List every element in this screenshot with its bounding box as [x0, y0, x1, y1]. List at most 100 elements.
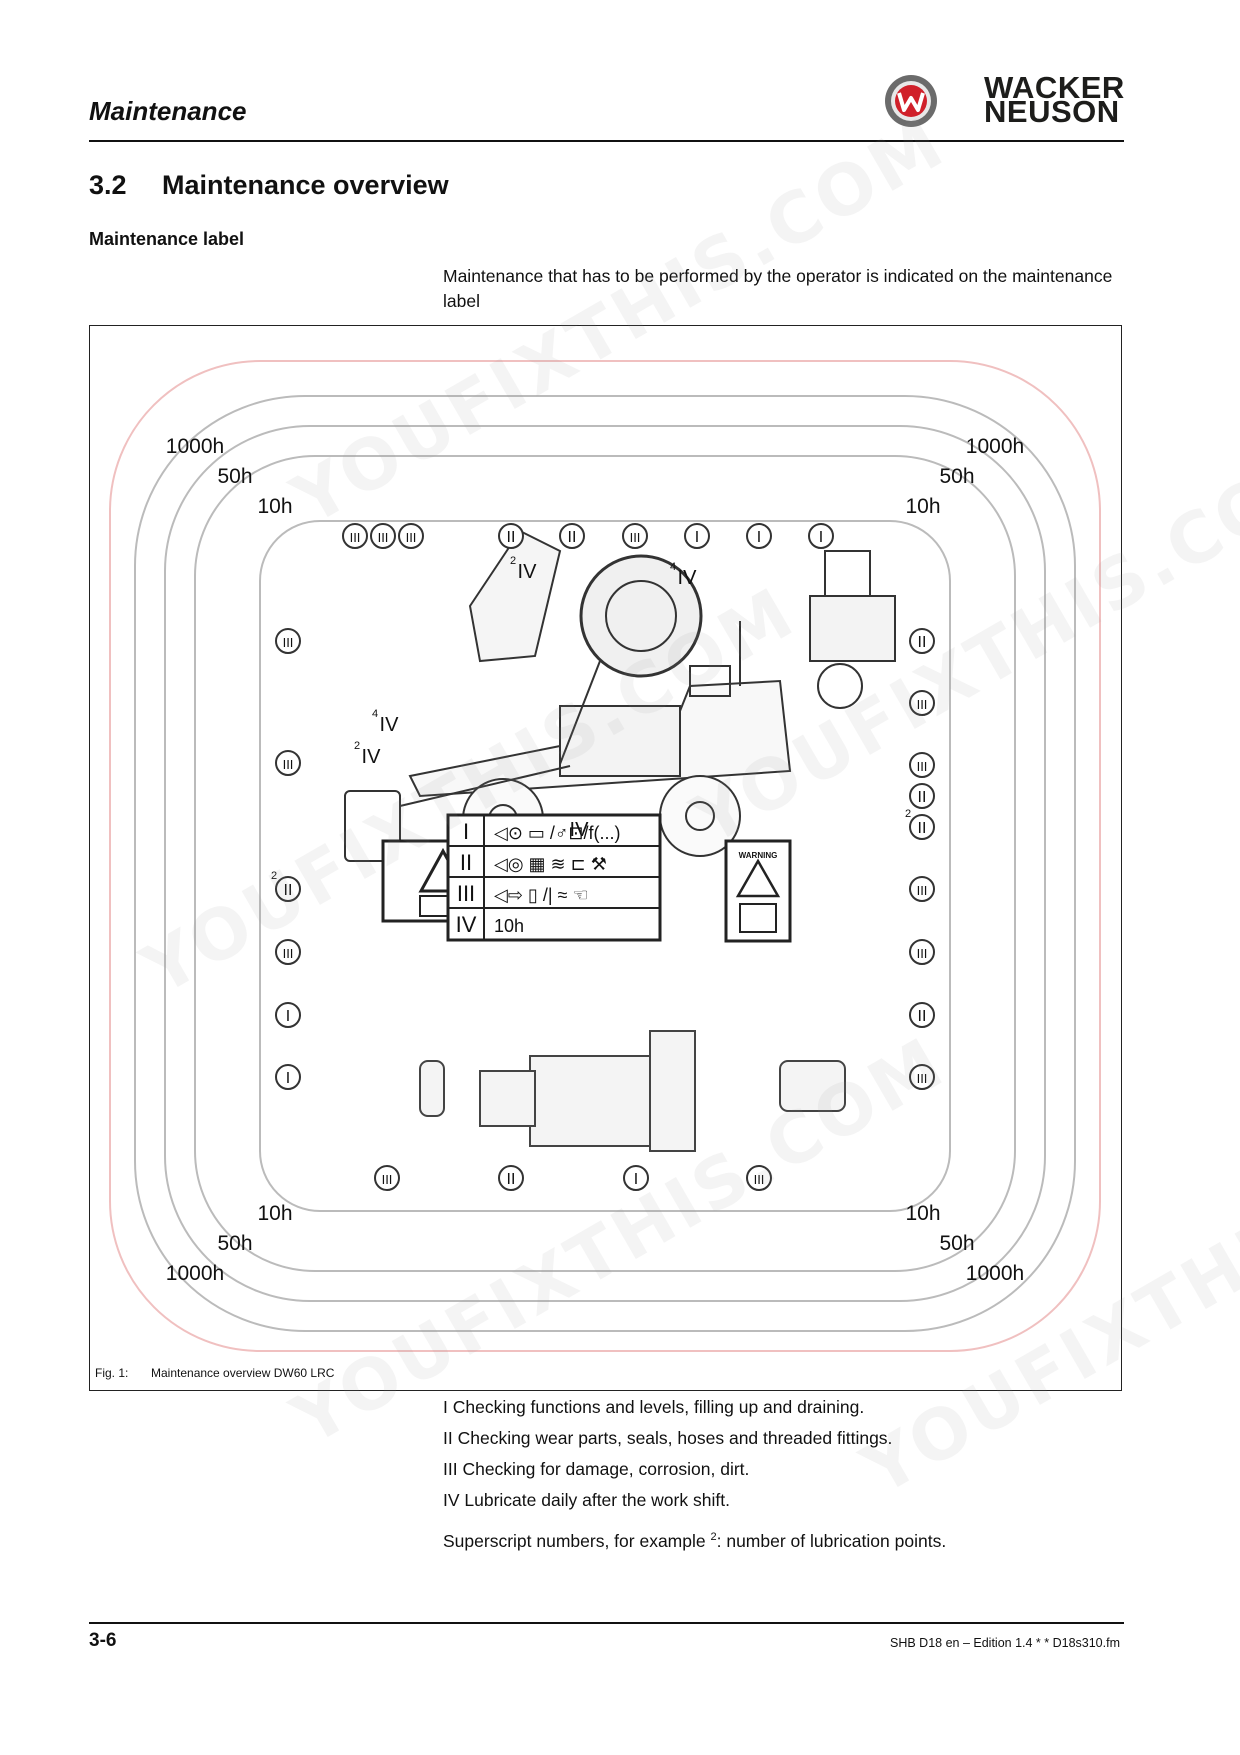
right-marker	[909, 876, 935, 902]
legend-item-iv: IV Lubricate daily after the work shift.	[443, 1490, 730, 1510]
top-marker-label: I	[757, 529, 761, 546]
lubrication-marker-4: IV	[570, 819, 590, 841]
interval-label-1000h: 1000h	[966, 435, 1024, 458]
table-level-2: III	[457, 881, 475, 906]
intro-text: Maintenance that has to be performed by …	[443, 266, 1113, 311]
dumper-drawing	[344, 529, 896, 862]
right-marker-label: III	[917, 759, 928, 774]
ring-1000h	[134, 395, 1076, 1332]
right-marker	[909, 1064, 935, 1090]
bottom-marker	[746, 1165, 772, 1191]
table-symbols-1: ◁◎ ▦ ≋ ⊏ ⚒	[494, 854, 607, 874]
right-marker-label: II	[918, 634, 927, 651]
lubrication-marker-2: IV	[380, 714, 400, 736]
top-marker	[370, 523, 396, 549]
wacker-neuson-logo	[885, 75, 937, 127]
right-marker	[909, 690, 935, 716]
top-marker-label: I	[819, 529, 823, 546]
page-number: 3-6	[89, 1630, 117, 1651]
header-title: Maintenance	[89, 96, 247, 126]
top-marker	[622, 523, 648, 549]
interval-label-10h: 10h	[257, 495, 292, 518]
top-marker	[342, 523, 368, 549]
note-after: : number of lubrication points.	[716, 1530, 947, 1551]
top-marker-label: III	[378, 530, 389, 545]
subheading: Maintenance label	[89, 229, 245, 249]
interval-label-50h: 50h	[939, 465, 974, 488]
ring-inner	[259, 520, 951, 1212]
left-marker	[275, 1002, 301, 1028]
top-marker-label: I	[695, 529, 699, 546]
top-marker	[498, 523, 524, 549]
top-marker-label: II	[568, 529, 577, 546]
interval-label-10h: 10h	[257, 1202, 292, 1225]
right-marker-label: II	[918, 1008, 927, 1025]
table-symbols-0: ◁⊙ ▭ /♂⊡/f(...)	[494, 823, 621, 843]
right-marker-label: II	[918, 820, 927, 837]
top-marker-label: III	[406, 530, 417, 545]
bottom-marker-label: III	[754, 1172, 765, 1187]
engine-drawing	[419, 1030, 846, 1152]
right-marker-label: III	[917, 946, 928, 961]
lubrication-sup-3: 2	[354, 740, 360, 752]
logo-w-icon	[897, 92, 925, 112]
left-marker-label: III	[283, 757, 294, 772]
interval-label-1000h: 1000h	[166, 1262, 224, 1285]
superscript-note: Superscript numbers, for example 2: numb…	[443, 1522, 1123, 1553]
warning-label: WARNING	[739, 851, 778, 860]
figure-label: Fig. 1:	[95, 1366, 129, 1380]
interval-label-1000h: 1000h	[966, 1262, 1024, 1285]
right-marker	[909, 752, 935, 778]
logo-line2: NEUSON	[984, 94, 1120, 129]
left-marker-label: I	[286, 1070, 290, 1087]
table-symbols-3: 10h	[494, 916, 524, 936]
lubrication-sup-2: 4	[372, 708, 378, 720]
right-marker	[909, 783, 935, 809]
right-marker-label: III	[917, 1071, 928, 1086]
ring-10h	[194, 455, 1016, 1272]
left-marker	[275, 1064, 301, 1090]
right-marker	[909, 814, 935, 840]
bottom-marker	[374, 1165, 400, 1191]
note-before: Superscript numbers, for example	[443, 1530, 711, 1551]
bottom-marker	[498, 1165, 524, 1191]
footer-reference: SHB D18 en – Edition 1.4 * * D18s310.fm	[890, 1636, 1120, 1650]
maintenance-label-diagram: 1000h50h10h1000h50h10h10h50h1000h10h50h1…	[109, 360, 1101, 1352]
top-marker	[808, 523, 834, 549]
ring-50h	[164, 425, 1046, 1302]
legend: I Checking functions and levels, filling…	[443, 1392, 1123, 1553]
note-sup: 2	[710, 1531, 717, 1543]
lubrication-marker-1: IV	[678, 567, 698, 589]
top-marker-label: III	[630, 530, 641, 545]
interval-label-50h: 50h	[217, 1232, 252, 1255]
right-marker-sup: 2	[905, 808, 911, 820]
right-marker-label: II	[918, 789, 927, 806]
interval-label-10h: 10h	[905, 1202, 940, 1225]
right-marker	[909, 628, 935, 654]
right-marker	[909, 1002, 935, 1028]
left-marker-sup: 2	[271, 870, 277, 882]
right-marker-label: III	[917, 697, 928, 712]
left-marker	[275, 750, 301, 776]
logo-line1: WACKER	[984, 70, 1125, 105]
left-marker	[275, 939, 301, 965]
lubrication-sup-0: 2	[510, 555, 516, 567]
top-marker	[746, 523, 772, 549]
logo-text: WACKER NEUSON	[984, 70, 1125, 129]
section-number: 3.2	[89, 170, 127, 200]
right-marker-label: III	[917, 883, 928, 898]
bottom-marker	[623, 1165, 649, 1191]
legend-item-iii: III Checking for damage, corrosion, dirt…	[443, 1459, 750, 1479]
interval-label-1000h: 1000h	[166, 435, 224, 458]
bottom-marker-label: II	[507, 1171, 516, 1188]
legend-item-i: I Checking functions and levels, filling…	[443, 1397, 865, 1417]
table-symbols-2: ◁⇨ ▯ /| ≈ ☜	[494, 885, 589, 905]
table-level-3: IV	[456, 912, 477, 937]
top-marker-label: II	[507, 529, 516, 546]
section-title: Maintenance overview	[162, 170, 449, 200]
top-marker	[398, 523, 424, 549]
interval-label-10h: 10h	[905, 495, 940, 518]
footer-rule	[89, 1622, 1124, 1624]
left-marker-label: III	[283, 635, 294, 650]
